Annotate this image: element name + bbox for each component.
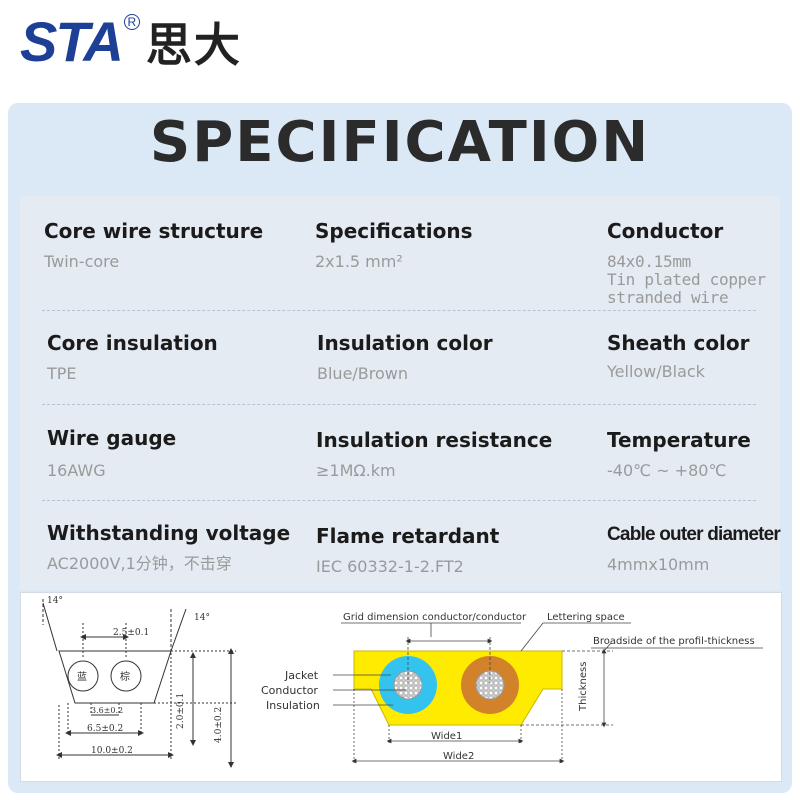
spec-cell-conductor: Conductor 84x0.15mm Tin plated copper st… [607,219,766,307]
registered-mark: R [123,14,140,30]
spec-cell-core-structure: Core wire structure Twin-core [44,219,263,271]
spec-value-line: Tin plated copper [607,270,766,289]
wide1-label: Wide1 [431,731,462,742]
dim-label: 2.5±0.1 [113,628,149,638]
row-divider [42,404,756,405]
dim-label: 4.0±0.2 [214,707,224,743]
spec-label: Sheath color [607,331,750,355]
grid-dimension-label: Grid dimension conductor/conductor [343,612,527,623]
spec-label: Specifications [315,219,473,243]
conductor-left [393,670,423,700]
spec-cell-insulation-resistance: Insulation resistance ≥1MΩ.km [316,428,552,480]
dim-label: 10.0±0.2 [91,746,133,756]
angle-label: 14° [47,596,63,606]
core-right-outline [110,660,142,692]
spec-value: AC2000V,1分钟，不击穿 [47,554,232,573]
spec-value: TPE [47,364,77,383]
spec-label: Wire gauge [47,426,177,450]
brand-chinese: 思大 [145,18,242,72]
spec-value: Blue/Brown [317,364,409,383]
spec-cell-wire-gauge: Wire gauge 16AWG [47,426,176,480]
dim-label: 3.6±0.2 [91,706,123,715]
spec-cell-flame-retardant: Flame retardant IEC 60332-1-2.FT2 [316,524,499,576]
brand-latin: STA [20,10,124,73]
cable-profile-outline [58,650,172,704]
spec-cell-insulation-color: Insulation color Blue/Brown [317,331,493,383]
wide2-label: Wide2 [443,751,474,762]
broadside-label: Broadside of the profil-thickness [593,636,755,647]
spec-value-line: stranded wire [607,288,729,307]
jacket-label: Jacket [284,669,319,682]
dim-label: 2.0±0.1 [176,693,186,729]
spec-label: Insulation color [317,331,493,355]
spec-cell-outer-diameter: Cable outer diameter 4mmx10mm [607,524,781,574]
spec-table [20,196,780,590]
thickness-label: Thickness [578,662,589,712]
spec-value: IEC 60332-1-2.FT2 [316,557,464,576]
cable-drawing: 14° 14° 2.5±0.1 蓝 棕 3.6±0.2 6.5±0.2 10.0… [42,596,763,768]
technical-drawing-left [42,599,236,768]
spec-value: ≥1MΩ.km [316,461,396,480]
spec-cell-specifications: Specifications 2x1.5 mm² [315,219,472,271]
spec-label: Conductor [607,219,724,243]
spec-label: Cable outer diameter [607,524,781,545]
angle-label: 14° [194,613,210,623]
spec-cell-temperature: Temperature -40℃ ~ +80℃ [607,428,751,480]
spec-label: Insulation resistance [316,428,553,452]
spec-cell-withstanding-voltage: Withstanding voltage AC2000V,1分钟，不击穿 [47,521,290,573]
spec-label: Core insulation [47,331,218,355]
spec-label: Temperature [607,428,751,452]
spec-label: Core wire structure [44,219,264,243]
lettering-space-label: Lettering space [547,612,625,623]
row-divider [42,500,756,501]
insulation-label: Insulation [266,699,320,712]
spec-value: 2x1.5 mm² [315,252,403,271]
spec-value: 16AWG [47,461,106,480]
spec-value: 4mmx10mm [607,555,710,574]
core-label: 棕 [120,670,130,683]
spec-cell-sheath-color: Sheath color Yellow/Black [607,331,750,381]
core-left-outline [67,660,99,692]
conductor-label: Conductor [261,684,318,697]
spec-value-line: 84x0.15mm [607,252,691,271]
core-label: 蓝 [77,671,87,683]
page-title: SPECIFICATION [149,110,651,175]
dim-label: 6.5±0.2 [87,724,123,734]
spec-label: Flame retardant [316,524,500,548]
spec-value: Twin-core [44,252,120,271]
spec-value: Yellow/Black [607,362,705,381]
brand-logo: STA R 思大 [20,10,242,73]
cable-drawing-panel: 14° 14° 2.5±0.1 蓝 棕 3.6±0.2 6.5±0.2 10.0… [20,592,782,782]
spec-label: Withstanding voltage [47,521,291,545]
row-divider [42,310,756,311]
cross-section-right [353,650,563,726]
spec-cell-core-insulation: Core insulation TPE [47,331,218,383]
conductor-right [475,670,505,700]
spec-value: -40℃ ~ +80℃ [607,461,727,480]
